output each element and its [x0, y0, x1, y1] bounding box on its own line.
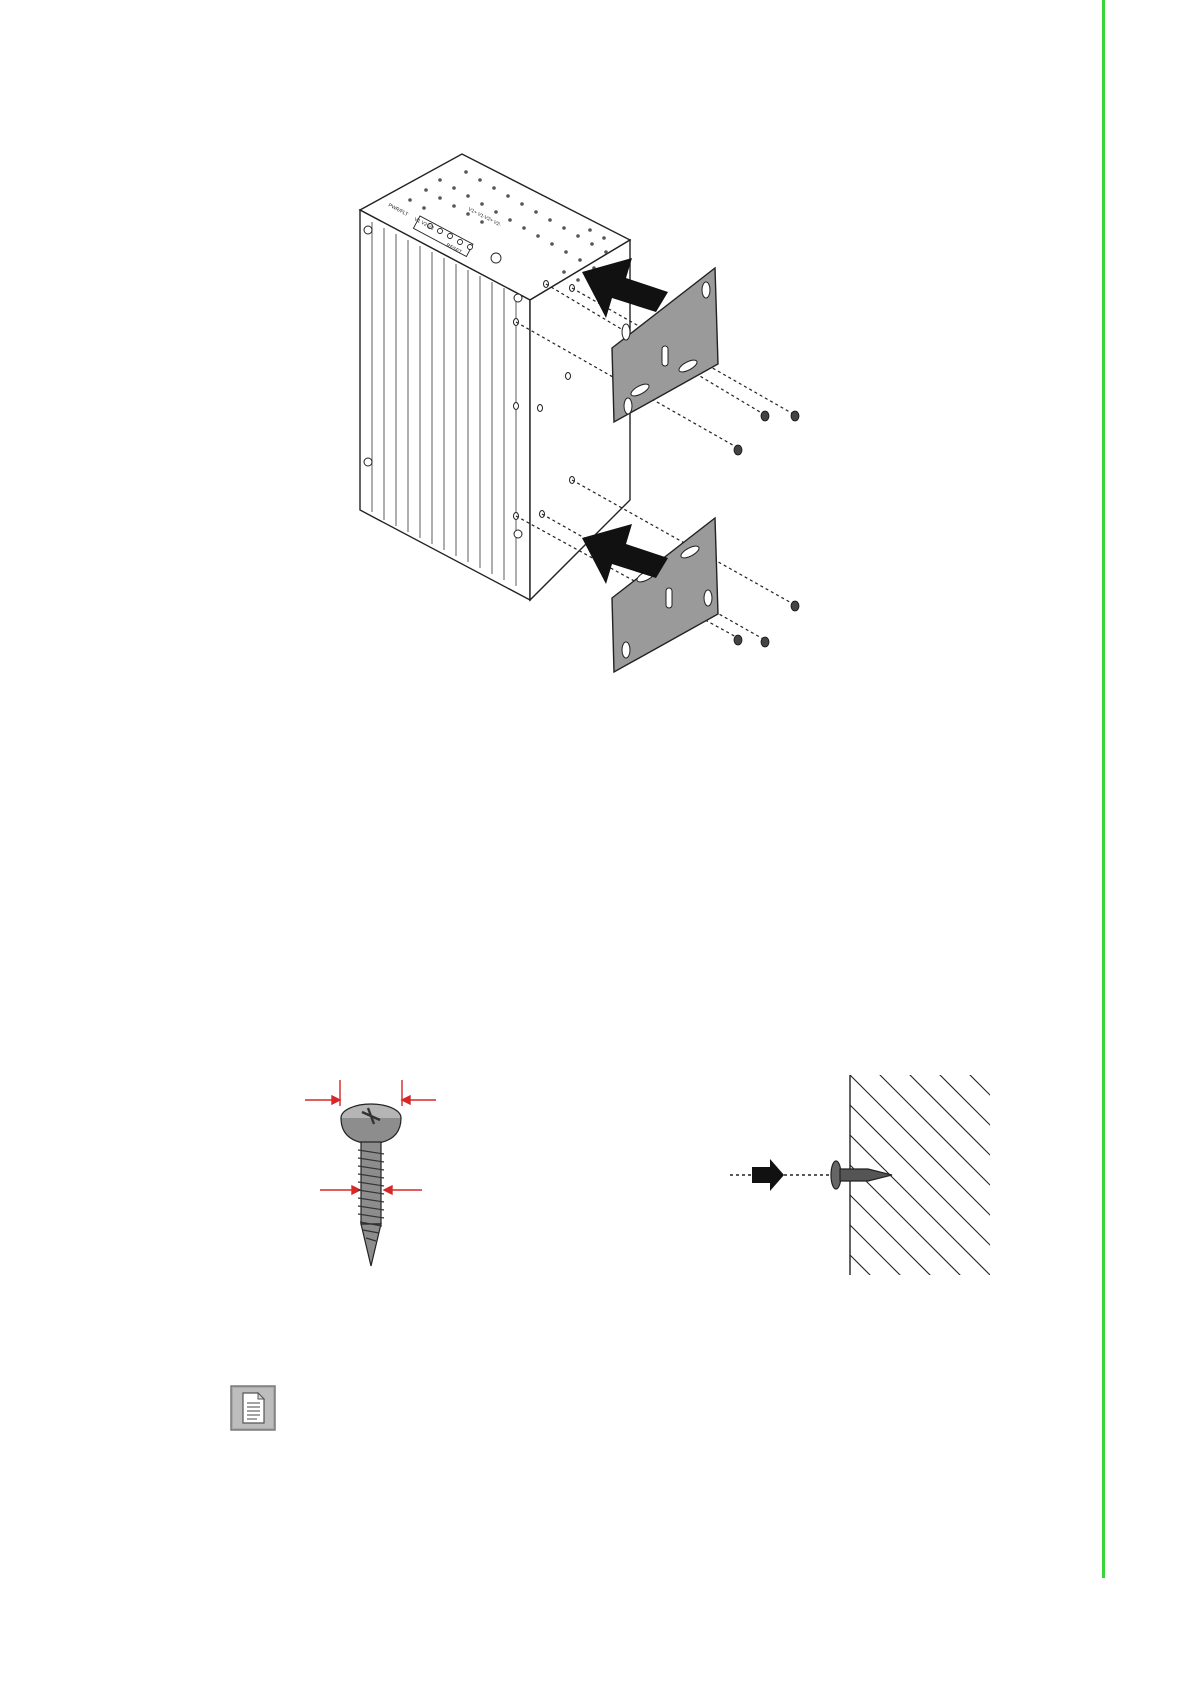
insertion-arrow — [752, 1159, 784, 1191]
note-document-icon — [230, 1385, 276, 1431]
screw-body — [341, 1104, 401, 1266]
wall-screw — [831, 1161, 892, 1189]
lower-bracket — [612, 518, 718, 672]
bracket-screws — [734, 411, 799, 647]
chapter-side-rule — [1102, 0, 1105, 1578]
wall-screw-illustration — [720, 1075, 1000, 1275]
screw-dimension-illustration — [290, 1080, 440, 1270]
